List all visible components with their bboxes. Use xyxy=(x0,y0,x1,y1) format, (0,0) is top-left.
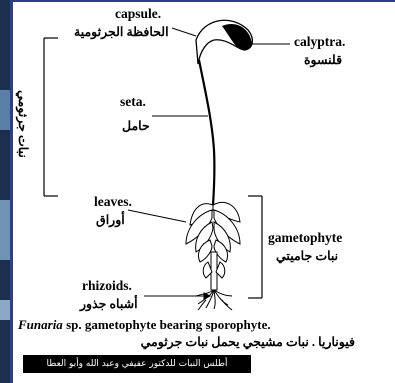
rhizoids-label: rhizoids. xyxy=(82,278,132,294)
calyptra-label-ar: قلنسوة xyxy=(304,52,342,68)
calyptra-label: calyptra. xyxy=(294,34,345,50)
caption-genus: Funaria xyxy=(18,317,63,332)
source-credit: أطلس النبات للدكتور عفيفي وعبد الله وأبو… xyxy=(23,355,251,373)
gametophyte-label-ar: نبات جاميتي xyxy=(276,248,338,264)
capsule-label: capsule. xyxy=(115,6,161,22)
caption-rest: sp. gametophyte bearing sporophyte. xyxy=(63,317,271,332)
gametophyte-bracket xyxy=(248,196,262,298)
seta-label-ar: حامل xyxy=(122,118,150,134)
leafy-shoot xyxy=(186,202,240,290)
sporophyte-bracket xyxy=(44,38,58,196)
seta-label: seta. xyxy=(120,94,146,110)
rhizoids-drawing xyxy=(196,290,232,310)
caption-arabic: فيوناريا . نبات مشيجي يحمل نبات جرثومي xyxy=(141,334,355,350)
rhizoids-label-ar: أشباه جذور xyxy=(80,296,138,312)
label-pointers xyxy=(128,28,290,299)
leaves-label: leaves. xyxy=(94,194,132,210)
seta-stalk xyxy=(199,60,214,205)
capsule-label-ar: الحافظة الجرثومية xyxy=(74,24,169,40)
capsule-shape xyxy=(196,20,252,64)
gametophyte-label: gametophyte xyxy=(268,230,342,246)
sporophyte-vertical-label: نبات جرثومي xyxy=(13,64,33,184)
caption-english: Funaria sp. gametophyte bearing sporophy… xyxy=(18,317,271,333)
leaves-label-ar: أوراق xyxy=(96,212,125,228)
